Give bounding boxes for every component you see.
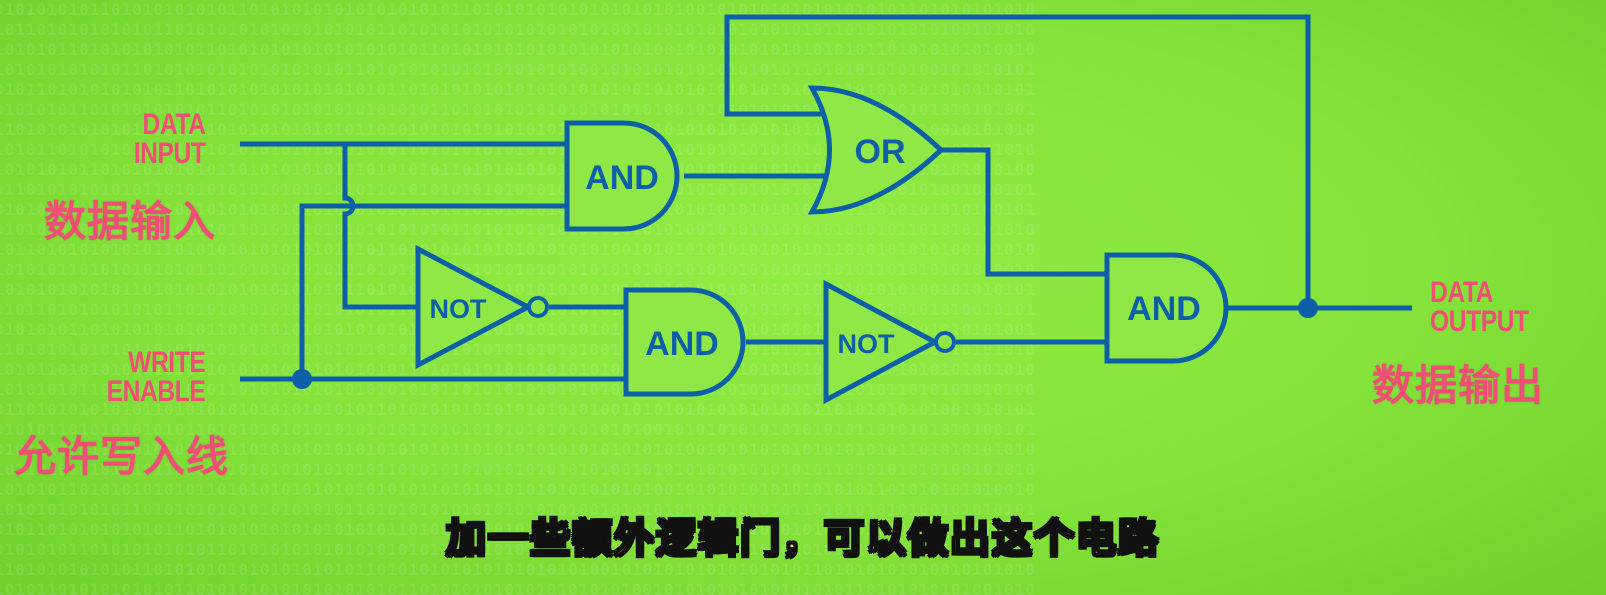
and-gate-output: AND [1104,252,1229,364]
and-gate-middle: AND [623,287,746,397]
video-subtitle: 加一些额外逻辑门，可以做出这个电路 [445,515,1160,563]
data-input-label-line-2: INPUT [133,137,205,170]
data-input-label-line-1: DATA [141,108,205,141]
not-gate-right-label: NOT [838,329,896,359]
write-enable-to-and-top-wire [299,203,568,379]
data-output-label-line-1: DATA [1430,276,1494,309]
or-gate: OR [807,85,945,215]
data-input-label: DATA INPUT [133,108,205,170]
data-output-label: DATA OUTPUT [1430,276,1529,338]
write-enable-cn-label: 允许写入线 [14,432,230,481]
write-enable-label: WRITE ENABLE [106,346,206,408]
and-gate-top: AND [564,120,680,232]
output-junction [1298,298,1318,318]
or-gate-label: OR [855,133,906,171]
data-output-cn-label: 数据输出 [1372,361,1545,410]
data-input-branch-wire [342,144,418,310]
data-output-label-line-2: OUTPUT [1430,305,1529,338]
and-gate-output-label: AND [1127,290,1201,328]
data-input-cn-label: 数据输入 [44,197,217,246]
write-enable-label-line-1: WRITE [127,346,206,379]
and-gate-middle-label: AND [645,325,719,363]
feedback-wire [724,14,1311,308]
write-enable-label-line-2: ENABLE [106,375,205,408]
and-gate-top-label: AND [585,159,659,197]
or-output-wire [942,147,1108,277]
not-gate-left-label: NOT [430,294,488,324]
not-gate-right: NOT [823,279,956,405]
write-enable-junction [292,369,312,389]
not-gate-left: NOT [415,244,549,370]
